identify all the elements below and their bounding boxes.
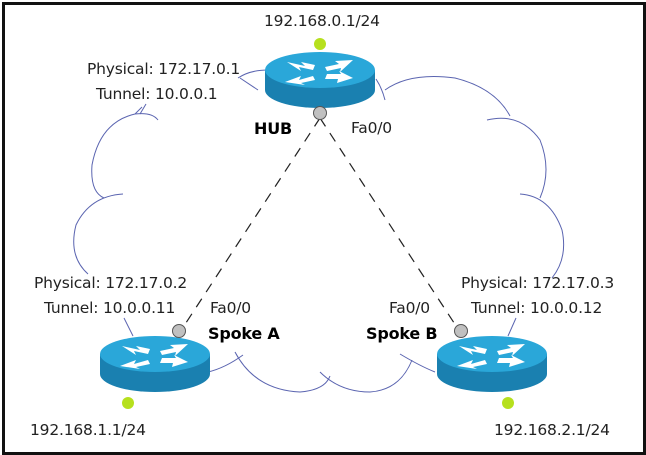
hub-physical-address: Physical: 172.17.0.1 <box>87 60 241 78</box>
spoke-b-lan-port-icon[interactable] <box>502 397 514 409</box>
cloud-stub-hub-left <box>239 77 259 91</box>
cloud-icon <box>73 69 565 393</box>
spoke-a-physical-address: Physical: 172.17.0.2 <box>34 274 188 292</box>
cloud-arc-spoke-a-right <box>207 354 244 373</box>
cloud-arc-right-mid <box>486 117 547 199</box>
hub-interface-label: Fa0/0 <box>351 119 392 137</box>
cloud-arc-hub-left <box>237 69 269 79</box>
hub-fa0-0-port-icon[interactable] <box>313 106 327 120</box>
hub-name-label: HUB <box>254 119 292 138</box>
spoke-a-name-label: Spoke A <box>208 324 280 343</box>
spoke-b-physical-address: Physical: 172.17.0.3 <box>461 274 615 292</box>
spoke-b-fa0-0-port-icon[interactable] <box>454 324 468 338</box>
spoke-a-router-icon[interactable] <box>100 336 210 392</box>
cloud-arc-left-top-start <box>134 113 159 121</box>
cloud-arc-hub-right <box>375 78 386 101</box>
cloud-stub-spoke-b-label <box>507 317 517 337</box>
spoke-b-name-label: Spoke B <box>366 324 438 343</box>
spoke-a-fa0-0-port-icon[interactable] <box>172 324 186 338</box>
hub-tunnel-address: Tunnel: 10.0.0.1 <box>96 85 218 103</box>
spoke-a-lan-address: 192.168.1.1/24 <box>30 421 146 439</box>
cloud-arc-left-top-stub <box>134 106 143 115</box>
spoke-a-interface-label: Fa0/0 <box>210 299 251 317</box>
cloud-arc-bottom-left <box>234 351 331 393</box>
cloud-arc-right-top <box>384 76 511 117</box>
spoke-a-tunnel-address: Tunnel: 10.0.0.11 <box>44 299 176 317</box>
spoke-b-lan-address: 192.168.2.1/24 <box>494 421 610 439</box>
cloud-arc-bottom-right <box>319 359 413 393</box>
tunnel-link-hub-spoke-b <box>319 117 461 333</box>
cloud-arc-spoke-b-left <box>399 353 436 373</box>
spoke-b-interface-label: Fa0/0 <box>389 299 430 317</box>
spoke-b-router-icon[interactable] <box>437 336 547 392</box>
cloud-arc-left-bottom <box>73 193 124 275</box>
spoke-a-lan-port-icon[interactable] <box>122 397 134 409</box>
tunnel-link-hub-spoke-a <box>179 117 321 333</box>
cloud-arc-left-top <box>91 113 136 199</box>
hub-lan-port-icon[interactable] <box>314 38 326 50</box>
spoke-b-tunnel-address: Tunnel: 10.0.0.12 <box>471 299 603 317</box>
cloud-arc-right-bottom <box>519 193 565 279</box>
hub-lan-address: 192.168.0.1/24 <box>264 12 380 30</box>
cloud-stub-left-label <box>139 103 147 115</box>
cloud-stub-spoke-a-label <box>123 317 134 337</box>
hub-router-icon[interactable] <box>265 52 375 108</box>
